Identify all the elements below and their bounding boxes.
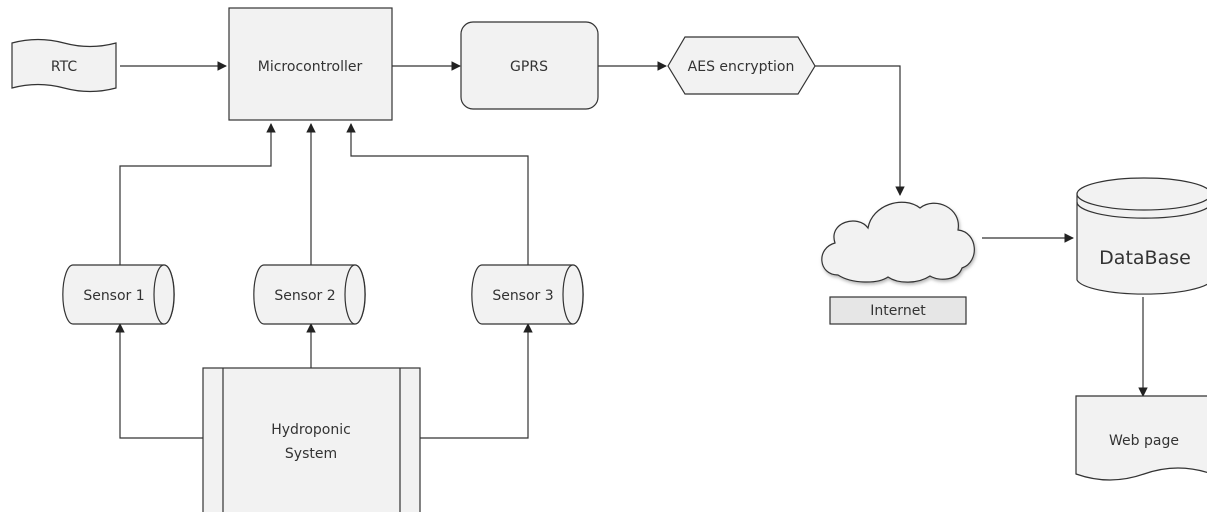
arrow-sensor3-to-microcontroller — [346, 123, 529, 265]
arrow-hydroponic-to-sensor1 — [115, 323, 203, 439]
microcontroller-node: Microcontroller — [228, 7, 393, 121]
hydroponic-label-line1: Hydroponic — [271, 422, 351, 438]
sensor1-node: Sensor 1 — [62, 264, 175, 325]
sensor1-label: Sensor 1 — [83, 288, 144, 304]
connectors — [115, 61, 1148, 439]
webpage-label: Web page — [1109, 433, 1179, 449]
arrow-aes-to-internet — [815, 65, 905, 196]
gprs-label: GPRS — [510, 59, 548, 75]
webpage-node: Web page — [1075, 395, 1207, 481]
hydroponic-system-node: Hydroponic System — [202, 367, 421, 512]
sensor3-label: Sensor 3 — [492, 288, 553, 304]
rtc-node: RTC — [11, 38, 117, 93]
aes-encryption-node: AES encryption — [667, 36, 816, 95]
aes-encryption-label: AES encryption — [688, 59, 795, 75]
microcontroller-label: Microcontroller — [258, 59, 363, 75]
rtc-label: RTC — [51, 59, 77, 75]
internet-node: Internet — [821, 201, 975, 325]
sensor2-label: Sensor 2 — [274, 288, 335, 304]
hydroponic-label-line2: System — [285, 446, 337, 462]
sensor2-node: Sensor 2 — [253, 264, 366, 325]
gprs-node: GPRS — [460, 21, 599, 110]
internet-label: Internet — [870, 303, 926, 319]
arrow-sensor1-to-microcontroller — [119, 123, 276, 265]
database-node: DataBase — [1076, 177, 1207, 295]
sensor3-node: Sensor 3 — [471, 264, 584, 325]
arrow-hydroponic-to-sensor3 — [420, 323, 533, 439]
database-label: DataBase — [1099, 247, 1191, 269]
